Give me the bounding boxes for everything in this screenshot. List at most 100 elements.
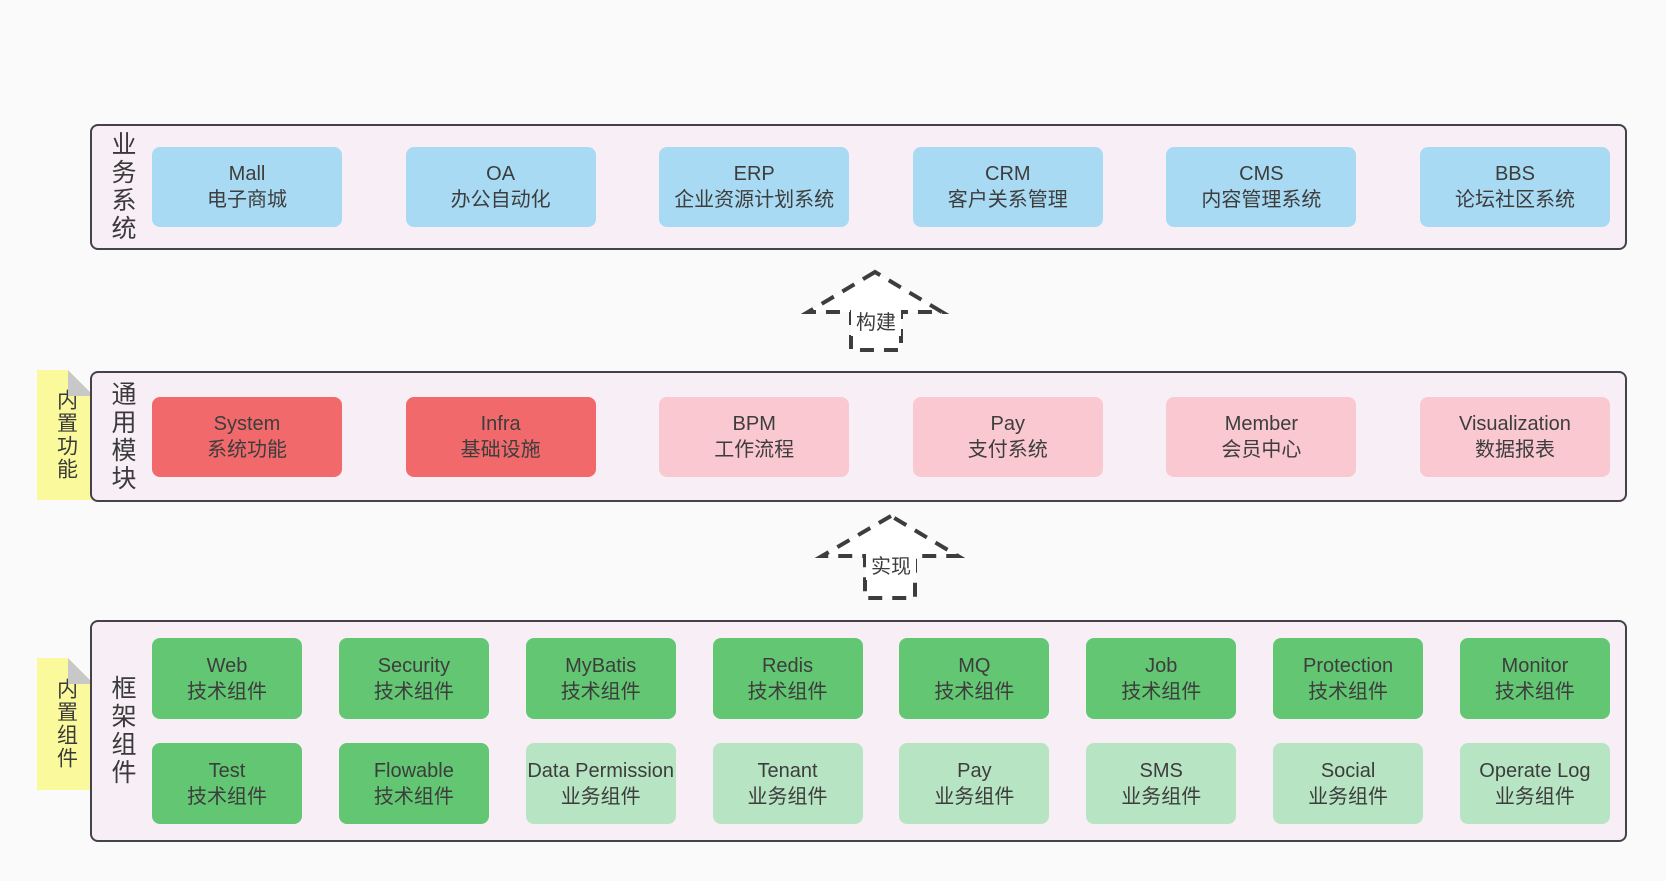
box-subtitle: 系统功能 xyxy=(207,438,287,461)
business-systems-label: 业务系统 xyxy=(108,131,136,243)
box-subtitle: 业务组件 xyxy=(747,785,828,808)
box-subtitle: 客户关系管理 xyxy=(947,189,1068,211)
box-title: BPM xyxy=(732,412,776,435)
box-security: Security 技术组件 xyxy=(338,638,489,719)
build-arrow-label: 构建 xyxy=(851,305,901,336)
builtin-functions-note-label: 内置功能 xyxy=(54,389,78,481)
business-systems-label-column: 业务系统 xyxy=(92,126,152,248)
box-title: Redis xyxy=(761,654,814,677)
box-oa: OA 办公自动化 xyxy=(405,147,596,227)
box-title: Mall xyxy=(228,163,266,185)
box-title: Data Permission xyxy=(527,759,675,782)
box-subtitle: 技术组件 xyxy=(373,785,454,808)
box-pay: Pay 支付系统 xyxy=(912,396,1103,477)
box-job: Job 技术组件 xyxy=(1086,638,1237,719)
box-title: MQ xyxy=(958,654,991,677)
box-title: Infra xyxy=(480,412,521,435)
common-modules-label-column: 通用模块 xyxy=(92,373,152,500)
box-title: Visualization xyxy=(1459,412,1571,435)
box-tenant: Tenant 业务组件 xyxy=(712,743,863,824)
box-title: Tenant xyxy=(757,759,818,782)
box-system: System 系统功能 xyxy=(152,396,342,477)
box-mybatis: MyBatis 技术组件 xyxy=(525,638,676,719)
box-subtitle: 业务组件 xyxy=(1308,785,1389,808)
builtin-components-note: 内置组件 xyxy=(37,658,94,790)
framework-components-label: 框架组件 xyxy=(108,675,136,787)
box-operate-log: Operate Log 业务组件 xyxy=(1459,743,1610,824)
box-subtitle: 数据报表 xyxy=(1474,438,1555,461)
box-subtitle: 业务组件 xyxy=(934,785,1015,808)
box-title: CMS xyxy=(1239,163,1284,185)
box-subtitle: 技术组件 xyxy=(934,680,1015,703)
box-visualization: Visualization 数据报表 xyxy=(1419,396,1610,477)
box-subtitle: 技术组件 xyxy=(747,680,828,703)
box-title: Test xyxy=(208,759,246,782)
box-subtitle: 论坛社区系统 xyxy=(1454,189,1575,211)
box-subtitle: 业务组件 xyxy=(1494,785,1575,808)
box-subtitle: 业务组件 xyxy=(1121,785,1202,808)
box-title: CRM xyxy=(985,163,1031,185)
box-pay: Pay 业务组件 xyxy=(899,743,1050,824)
box-title: Web xyxy=(206,654,248,677)
box-title: Member xyxy=(1224,412,1299,435)
box-subtitle: 技术组件 xyxy=(373,680,454,703)
box-title: Social xyxy=(1320,759,1376,782)
box-title: OA xyxy=(486,163,516,185)
box-bpm: BPM 工作流程 xyxy=(659,396,850,477)
box-subtitle: 支付系统 xyxy=(967,438,1048,461)
box-crm: CRM 客户关系管理 xyxy=(912,147,1103,227)
box-flowable: Flowable 技术组件 xyxy=(338,743,489,824)
box-subtitle: 业务组件 xyxy=(560,785,641,808)
framework-components-label-column: 框架组件 xyxy=(92,622,152,840)
box-redis: Redis 技术组件 xyxy=(712,638,863,719)
box-subtitle: 办公自动化 xyxy=(450,189,551,211)
implement-arrow-label: 实现 xyxy=(866,549,916,580)
box-data-permission: Data Permission 业务组件 xyxy=(525,743,676,824)
box-subtitle: 企业资源计划系统 xyxy=(674,189,835,211)
box-subtitle: 内容管理系统 xyxy=(1201,189,1322,211)
box-subtitle: 技术组件 xyxy=(1494,680,1575,703)
common-modules-label: 通用模块 xyxy=(108,380,136,493)
box-subtitle: 技术组件 xyxy=(1121,680,1202,703)
box-subtitle: 技术组件 xyxy=(1308,680,1389,703)
box-member: Member 会员中心 xyxy=(1166,396,1357,477)
box-title: System xyxy=(213,412,281,435)
box-subtitle: 技术组件 xyxy=(187,785,267,808)
box-title: Pay xyxy=(990,412,1026,435)
builtin-functions-note: 内置功能 xyxy=(37,370,94,500)
builtin-components-note-label: 内置组件 xyxy=(54,678,78,770)
box-subtitle: 技术组件 xyxy=(560,680,641,703)
box-subtitle: 工作流程 xyxy=(714,438,795,461)
box-mq: MQ 技术组件 xyxy=(899,638,1050,719)
box-title: Job xyxy=(1145,654,1178,677)
box-title: BBS xyxy=(1494,163,1535,185)
business-systems-boxes: Mall 电子商城 OA 办公自动化 ERP 企业资源计划系统 CRM 客户关系管理 CMS 内容… xyxy=(152,126,1625,248)
box-title: Operate Log xyxy=(1479,759,1591,782)
box-title: MyBatis xyxy=(565,654,637,677)
box-title: Pay xyxy=(957,759,992,782)
box-bbs: BBS 论坛社区系统 xyxy=(1419,147,1610,227)
box-mall: Mall 电子商城 xyxy=(152,147,342,227)
box-subtitle: 会员中心 xyxy=(1221,438,1302,461)
box-social: Social 业务组件 xyxy=(1273,743,1424,824)
box-title: ERP xyxy=(733,163,775,185)
box-test: Test 技术组件 xyxy=(152,743,302,824)
box-subtitle: 电子商城 xyxy=(207,189,287,211)
box-title: Flowable xyxy=(373,759,454,782)
box-erp: ERP 企业资源计划系统 xyxy=(659,147,850,227)
box-title: Security xyxy=(377,654,450,677)
box-protection: Protection 技术组件 xyxy=(1273,638,1424,719)
layer-business-systems: 业务系统 Mall 电子商城 OA 办公自动化 ERP 企业资源计划系统 CRM 客户关系管理… xyxy=(90,124,1627,250)
box-title: Protection xyxy=(1303,654,1394,677)
